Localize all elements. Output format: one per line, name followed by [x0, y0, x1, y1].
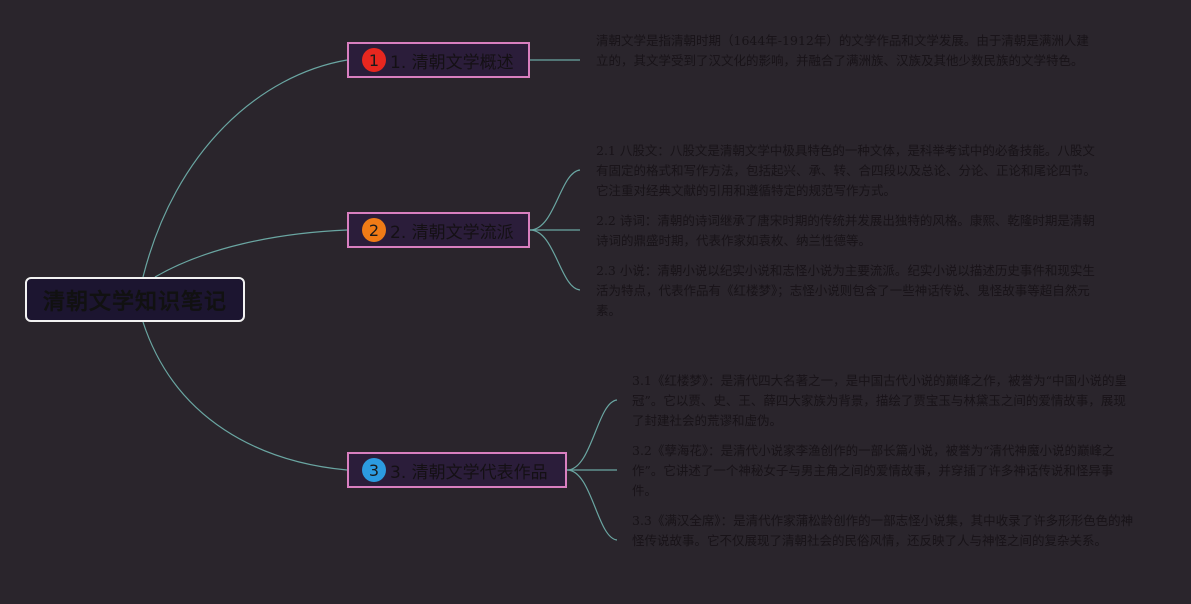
branch-1-note-1: 清朝文学是指清朝时期（1644年-1912年）的文学作品和文学发展。由于清朝是满… — [596, 33, 1089, 68]
link-root-branch-1 — [142, 59, 348, 278]
root-node[interactable]: 清朝文学知识笔记 — [25, 277, 245, 322]
branch-node-2[interactable]: 2 2. 清朝文学流派 — [347, 212, 530, 248]
priority-2-icon: 2 — [362, 218, 386, 242]
branch-3-label: 3. 清朝文学代表作品 — [390, 462, 548, 483]
branch-2-note-2: 2.2 诗词：清朝的诗词继承了唐宋时期的传统并发展出独特的风格。康熙、乾隆时期是… — [596, 213, 1095, 248]
branch-3-note-1: 3.1《红楼梦》：是清代四大名著之一，是中国古代小说的巅峰之作，被誉为“中国小说… — [632, 373, 1128, 428]
link-root-branch-3 — [142, 321, 348, 471]
priority-3-icon: 3 — [362, 458, 386, 482]
link-branch-3-note-3 — [566, 469, 618, 541]
branch-2-note-3: 2.3 小说：清朝小说以纪实小说和志怪小说为主要流派。纪实小说以描述历史事件和现… — [596, 263, 1095, 318]
link-branch-2-note-3 — [529, 229, 581, 291]
branch-node-3[interactable]: 3 3. 清朝文学代表作品 — [347, 452, 567, 488]
branch-2-label: 2. 清朝文学流派 — [390, 222, 514, 243]
link-branch-3-note-1 — [566, 399, 618, 471]
link-root-branch-2 — [154, 229, 348, 278]
branch-3-note-2: 3.2《孽海花》：是清代小说家李渔创作的一部长篇小说，被誉为“清代神魔小说的巅峰… — [632, 443, 1115, 498]
priority-1-icon: 1 — [362, 48, 386, 72]
branch-3-note-3: 3.3《满汉全席》：是清代作家蒲松龄创作的一部志怪小说集，其中收录了许多形形色色… — [632, 513, 1134, 548]
branch-2-note-1: 2.1 八股文：八股文是清朝文学中极具特色的一种文体，是科举考试中的必备技能。八… — [596, 143, 1097, 198]
link-branch-2-note-1 — [529, 169, 581, 231]
branch-node-1[interactable]: 1 1. 清朝文学概述 — [347, 42, 530, 78]
branch-1-label: 1. 清朝文学概述 — [390, 52, 514, 73]
root-title: 清朝文学知识笔记 — [42, 289, 227, 315]
